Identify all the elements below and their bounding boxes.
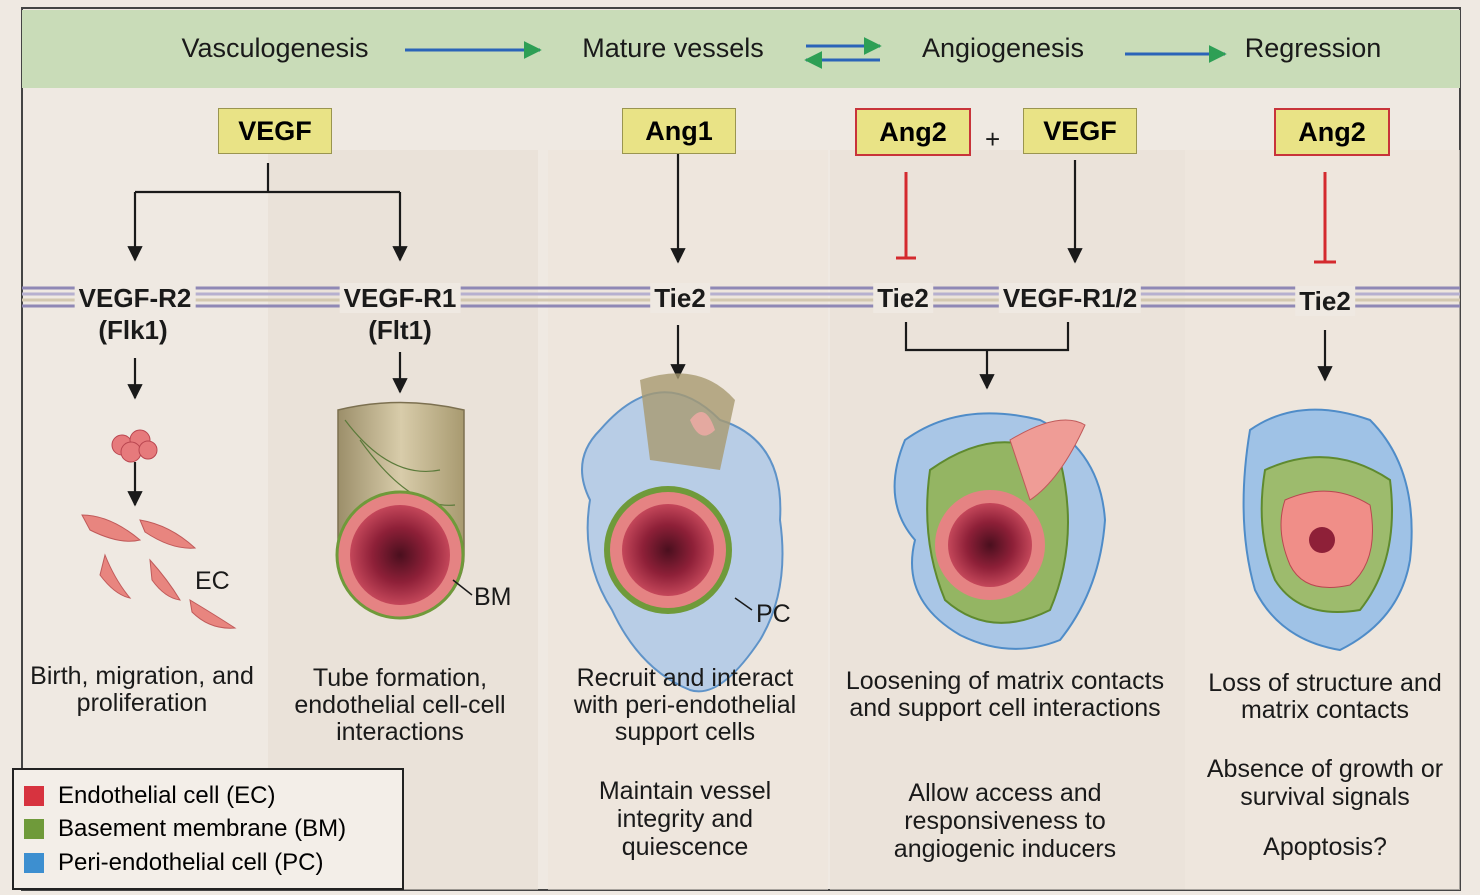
receptor-tie2-3: Tie2 xyxy=(1295,286,1355,316)
label-pc: PC xyxy=(756,600,791,629)
vessel-tube xyxy=(337,403,464,619)
plus-sign: + xyxy=(985,124,1000,155)
receptor-tie2-2: Tie2 xyxy=(873,283,933,313)
desc-loss-of-structure: Loss of structure and matrix contacts xyxy=(1190,670,1460,724)
receptor-vegf-r1: VEGF-R1 xyxy=(340,283,461,313)
factor-ang2-box-2: Ang2 xyxy=(1274,108,1390,156)
stage-vasculogenesis: Vasculogenesis xyxy=(181,33,368,64)
factor-vegf-box-2: VEGF xyxy=(1023,108,1137,154)
legend-swatch-ec xyxy=(24,786,44,806)
stage-angiogenesis: Angiogenesis xyxy=(922,33,1084,64)
ec-cell-cluster xyxy=(112,430,157,462)
factor-vegf-box: VEGF xyxy=(218,108,332,154)
stage-mature-vessels: Mature vessels xyxy=(582,33,764,64)
legend-item-pc: Peri-endothelial cell (PC) xyxy=(24,849,323,877)
receptor-flk1: (Flk1) xyxy=(98,315,167,345)
receptor-tie2: Tie2 xyxy=(650,283,710,313)
desc-birth-migration: Birth, migration, and proliferation xyxy=(27,663,257,717)
legend-label-pc: Peri-endothelial cell (PC) xyxy=(58,849,323,877)
desc-recruit-interact: Recruit and interact with peri-endotheli… xyxy=(553,665,818,746)
label-bm: BM xyxy=(474,583,512,612)
receptor-flt1: (Flt1) xyxy=(368,315,432,345)
outcome-absence-signals: Absence of growth or survival signals xyxy=(1180,755,1470,811)
receptor-vegf-r1-2: VEGF-R1/2 xyxy=(999,283,1141,313)
legend-swatch-bm xyxy=(24,819,44,839)
legend-swatch-pc xyxy=(24,853,44,873)
legend-label-ec: Endothelial cell (EC) xyxy=(58,782,275,810)
label-ec: EC xyxy=(195,567,230,596)
legend-item-bm: Basement membrane (BM) xyxy=(24,815,346,843)
outcome-apoptosis: Apoptosis? xyxy=(1263,833,1387,861)
legend: Endothelial cell (EC) Basement membrane … xyxy=(12,768,404,890)
desc-tube-formation: Tube formation, endothelial cell-cell in… xyxy=(275,665,525,746)
legend-label-bm: Basement membrane (BM) xyxy=(58,815,346,843)
outcome-allow-access: Allow access and responsiveness to angio… xyxy=(870,779,1140,863)
factor-ang2-box: Ang2 xyxy=(855,108,971,156)
legend-item-ec: Endothelial cell (EC) xyxy=(24,782,275,810)
factor-ang1-box: Ang1 xyxy=(622,108,736,154)
stage-regression: Regression xyxy=(1245,33,1382,64)
outcome-maintain-integrity: Maintain vessel integrity and quiescence xyxy=(575,777,795,861)
receptor-vegf-r2: VEGF-R2 xyxy=(75,283,196,313)
desc-loosening: Loosening of matrix contacts and support… xyxy=(840,668,1170,722)
